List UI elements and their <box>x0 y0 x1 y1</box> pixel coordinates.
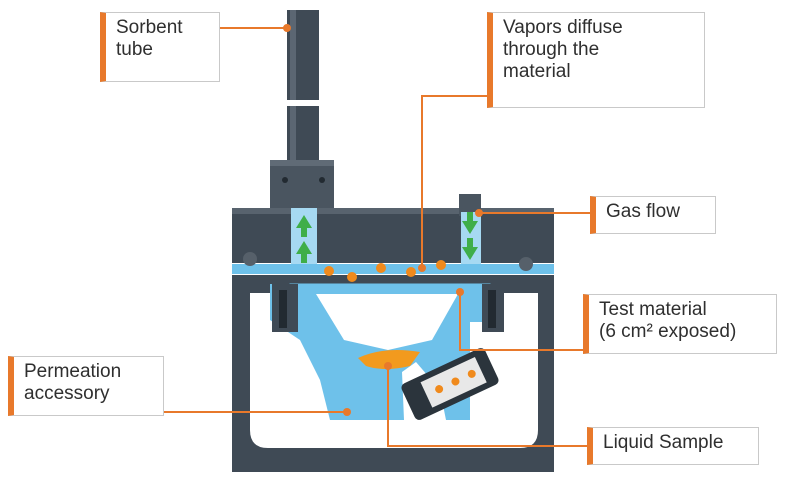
side-port <box>401 348 499 420</box>
label-sorbent-tube: Sorbent tube <box>100 12 220 82</box>
label-permeation-accessory: Permeation accessory <box>8 356 164 416</box>
sorbent-tube <box>270 10 334 208</box>
flow-channel <box>232 264 554 274</box>
leader-lines <box>164 24 590 447</box>
label-vapors-diffuse: Vapors diffuse through the material <box>487 12 705 108</box>
left-seal-ball <box>243 252 257 266</box>
clamp-left <box>272 284 298 332</box>
clamp-right <box>482 284 504 332</box>
flow-down-arrows <box>462 212 478 260</box>
label-test-material: Test material (6 cm² exposed) <box>583 294 777 354</box>
liquid-sample <box>358 350 420 369</box>
flow-up-arrows <box>296 215 312 263</box>
vapor-dots <box>324 260 446 282</box>
label-gas-flow: Gas flow <box>590 196 716 234</box>
lid <box>232 208 554 263</box>
lid-highlight <box>232 208 554 214</box>
vessel-opening <box>316 294 458 350</box>
leader-dots <box>343 264 464 416</box>
right-seal-ball <box>519 257 533 271</box>
label-liquid-sample: Liquid Sample <box>587 427 759 465</box>
